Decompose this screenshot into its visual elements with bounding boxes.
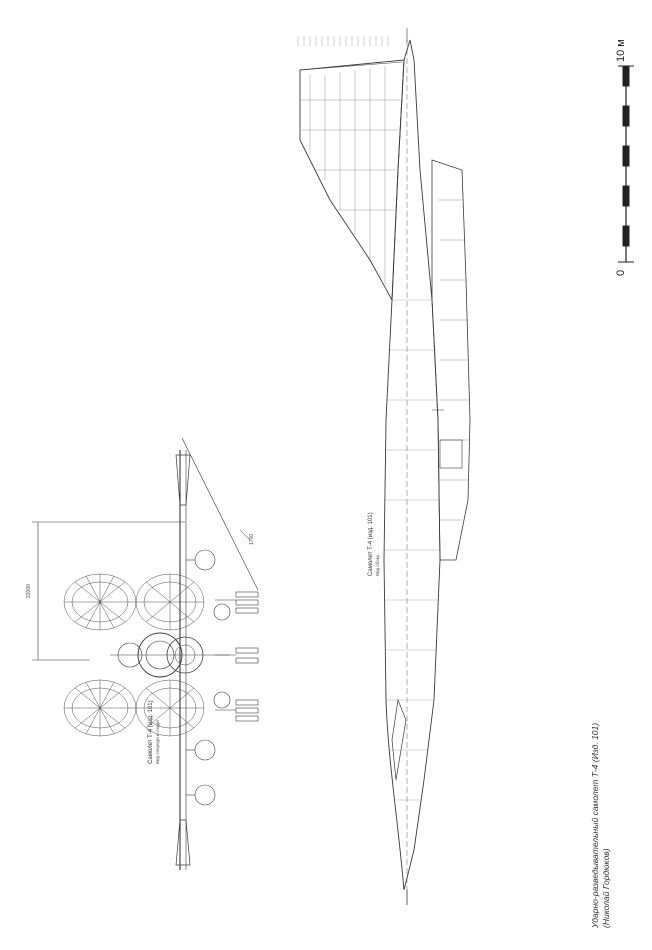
scale-segment — [622, 185, 630, 207]
front-view-label-group: Самолет Т-4 (изд. 101) Вид спереди и сза… — [148, 700, 160, 764]
caption-line-2: (Николай Гордюков) — [601, 848, 611, 928]
caption-line-1: Ударно-разведывательный самолет Т-4 (Изд… — [590, 723, 600, 929]
wing-tanks — [186, 549, 216, 806]
engine-mesh-upper-left — [63, 573, 137, 631]
scale-max-group: 10 м — [615, 39, 627, 62]
front-view-dimension-span: 22000 — [26, 584, 32, 598]
front-view-drawing — [32, 437, 259, 870]
front-view-dim-span-group: 22000 — [26, 584, 32, 598]
side-view-tick-marks — [297, 36, 389, 46]
scale-segment — [622, 105, 630, 127]
engine-mesh-lower-right — [135, 679, 205, 737]
front-view-subtitle: Вид спереди и сзади — [155, 720, 160, 764]
engine-mesh-lower-left — [135, 573, 205, 631]
front-view-dimension-small: 1700 — [249, 534, 255, 545]
scale-bar — [618, 65, 634, 263]
front-view-dim-small-group: 1700 — [249, 534, 255, 545]
side-view-drawing — [299, 28, 471, 905]
scale-segment — [622, 145, 630, 167]
fuselage-section — [110, 632, 230, 678]
scale-label-zero: 0 — [615, 270, 627, 276]
side-view-label-group: Самолет Т-4 (изд. 101) Вид сбоку — [368, 512, 380, 576]
scale-zero-group: 0 — [615, 270, 627, 276]
side-view-title: Самолет Т-4 (изд. 101) — [368, 512, 374, 576]
scale-segment — [622, 65, 630, 87]
scale-segment — [622, 225, 630, 247]
side-view-subtitle: Вид сбоку — [375, 554, 380, 576]
caption-group: Ударно-разведывательный самолет Т-4 (Изд… — [590, 723, 611, 929]
landing-gear — [213, 591, 259, 722]
front-view-title: Самолет Т-4 (изд. 101) — [148, 700, 154, 764]
scale-label-max: 10 м — [615, 39, 627, 62]
engine-mesh-upper-right — [63, 679, 137, 737]
